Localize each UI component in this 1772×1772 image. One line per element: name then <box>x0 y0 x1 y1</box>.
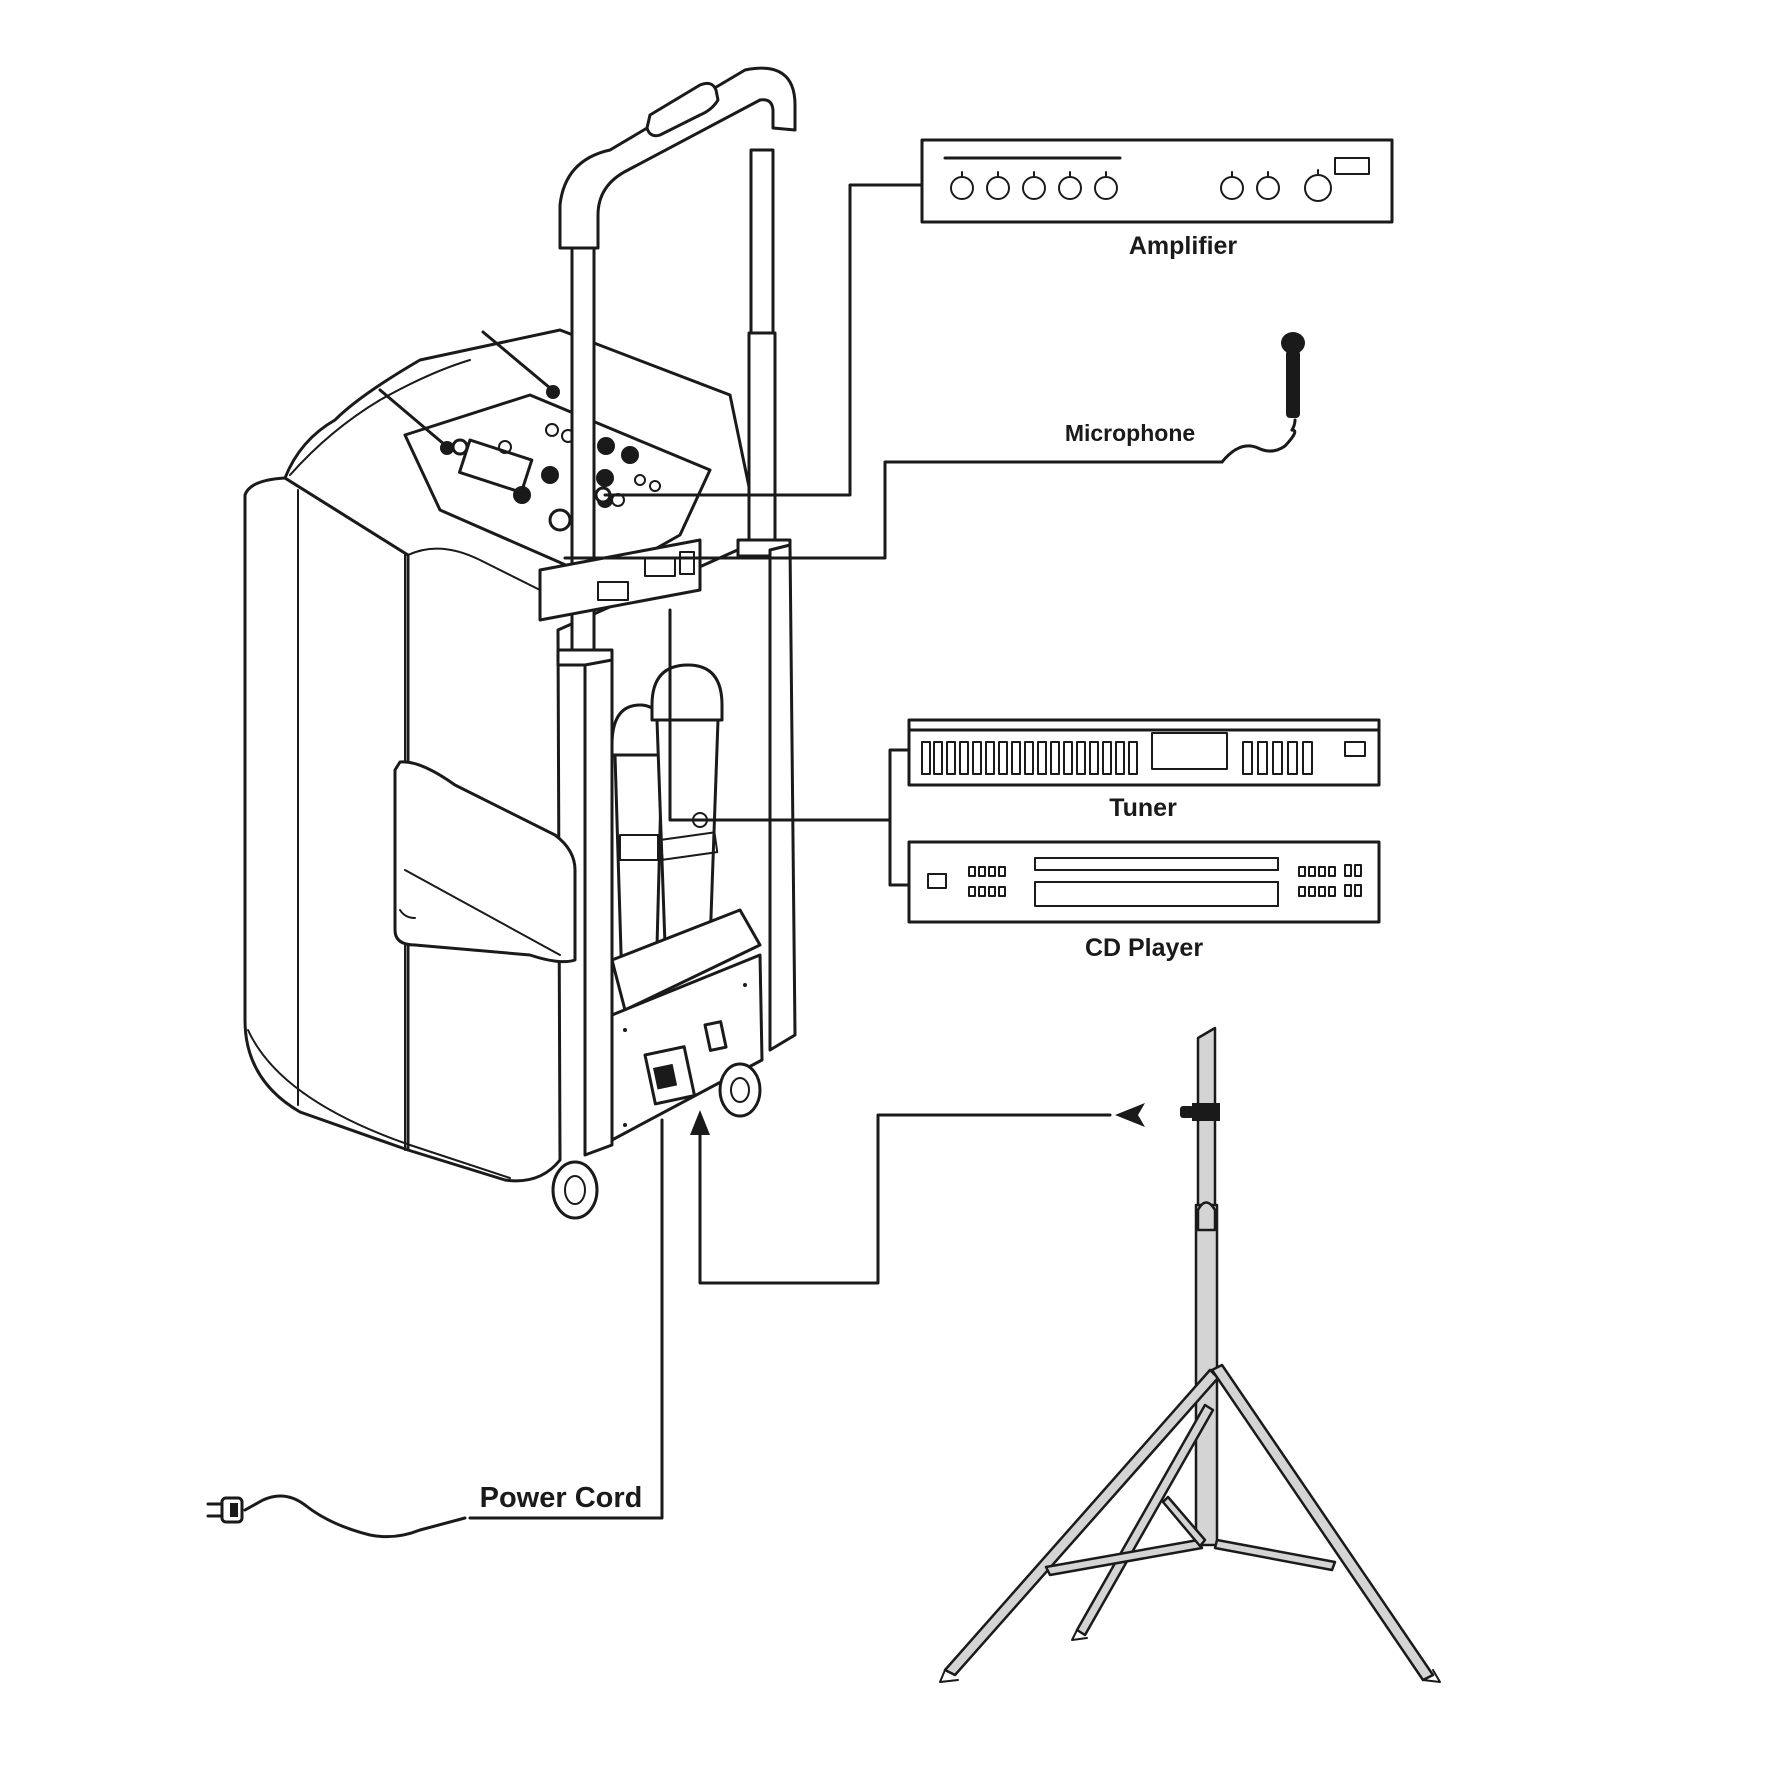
cd-player-label: CD Player <box>1085 934 1203 962</box>
stand-brace-right <box>1213 1538 1337 1572</box>
wheel-right <box>718 1062 762 1118</box>
cd-power-button <box>927 873 947 889</box>
power-cord-cable <box>243 1494 467 1539</box>
stored-microphone-right <box>650 663 724 947</box>
panel-screw <box>623 1123 627 1127</box>
power-switch <box>703 1020 728 1052</box>
arrow-head-up <box>690 1110 710 1135</box>
rear-compartment <box>538 538 797 1157</box>
power-cord-leader <box>468 1118 664 1520</box>
amplifier-device: Amplifier <box>920 138 1394 260</box>
volume-knob <box>513 486 531 504</box>
arrow-head-left <box>1115 1103 1145 1127</box>
wheels <box>551 1062 762 1220</box>
cabinet-side-panel <box>243 476 410 1152</box>
handle-sleeve-right <box>747 331 777 550</box>
antenna-mount <box>451 438 469 456</box>
rear-left-wall <box>583 658 614 1157</box>
side-handle-inner <box>404 869 561 956</box>
cd-right-buttons <box>1298 864 1362 897</box>
microphone-tray <box>610 908 762 1012</box>
antenna-right <box>481 330 552 390</box>
rear-side-wall <box>768 543 797 1052</box>
antenna-left <box>378 388 447 447</box>
tuner-function-buttons <box>1242 741 1313 775</box>
amplifier-cable <box>603 183 924 497</box>
panel-jack <box>649 480 661 492</box>
antenna-base <box>546 385 560 399</box>
control-panel-plate <box>403 393 712 582</box>
side-handle-recess <box>393 760 577 964</box>
amplifier-chassis <box>920 138 1394 224</box>
receiver-button <box>679 551 695 575</box>
stand-clamp <box>1192 1103 1220 1121</box>
stand-foot-left <box>939 1669 959 1683</box>
connection-lines <box>468 183 1224 1520</box>
microphone-label: Microphone <box>1065 420 1195 446</box>
panel-screw <box>623 1028 627 1032</box>
trolley-handle <box>556 66 797 667</box>
panel-jack <box>634 474 646 486</box>
speaker-stand <box>939 1026 1441 1683</box>
microphone-body <box>1286 350 1300 418</box>
microphone-cable-end <box>1290 418 1297 432</box>
stand-foot-rear <box>1071 1629 1088 1641</box>
tuner-device: Tuner <box>907 718 1381 822</box>
panel-indicator <box>498 440 512 454</box>
cabinet-bottom-rim <box>247 1029 511 1179</box>
stand-leg-rear <box>1075 1403 1215 1637</box>
handle-grip <box>558 66 797 250</box>
cd-disc-tray <box>1034 857 1279 871</box>
power-plug-inner <box>230 1503 238 1517</box>
xlr-input-jack <box>548 508 572 532</box>
panel-button <box>545 423 559 437</box>
power-cord-label: Power Cord <box>480 1482 643 1514</box>
stand-clamp-knob <box>1180 1106 1194 1118</box>
cd-display-panel <box>1034 881 1279 907</box>
volume-knob <box>621 446 639 464</box>
tuner-link-horizontal <box>668 608 892 822</box>
stand-foot-right <box>1422 1669 1441 1683</box>
volume-knob <box>597 437 615 455</box>
handle-grip-pad <box>645 81 720 138</box>
microphone-line <box>563 460 1224 560</box>
rear-lower-panel <box>610 953 764 1142</box>
amplifier-label: Amplifier <box>1129 232 1238 260</box>
receiver-display <box>597 581 629 601</box>
microphone-device: Microphone <box>1065 332 1305 464</box>
antenna-base <box>440 441 454 455</box>
tuner-label: Tuner <box>1109 794 1177 822</box>
power-inlet-socket <box>653 1063 678 1090</box>
tuner-display <box>1151 732 1228 770</box>
cd-player-device: CD Player <box>907 840 1381 962</box>
tuner-cd-bracket <box>888 748 911 887</box>
volume-knob <box>596 469 614 487</box>
microphone-cable <box>1220 428 1297 464</box>
stand-brace-rear <box>1161 1495 1207 1548</box>
amplifier-display <box>1334 157 1370 175</box>
tuner-preset-buttons <box>921 741 1138 775</box>
tuner-power-button <box>1344 741 1366 757</box>
panel-screw <box>743 983 747 987</box>
microphone-head <box>1281 332 1305 354</box>
stand-pole-transition <box>1196 1201 1217 1232</box>
power-cord: Power Cord <box>206 1482 643 1539</box>
amplifier-knobs <box>950 169 1332 202</box>
side-handle-curve <box>399 909 416 919</box>
wheel-left <box>551 1160 599 1220</box>
stand-leg-right <box>1210 1363 1435 1682</box>
cabinet-top-edge <box>289 359 471 476</box>
stand-mount-line <box>698 1113 1112 1285</box>
cd-left-buttons <box>968 866 1006 897</box>
wireless-receiver <box>538 538 702 622</box>
volume-knob <box>541 466 559 484</box>
cabinet-top-ridge <box>407 547 541 591</box>
